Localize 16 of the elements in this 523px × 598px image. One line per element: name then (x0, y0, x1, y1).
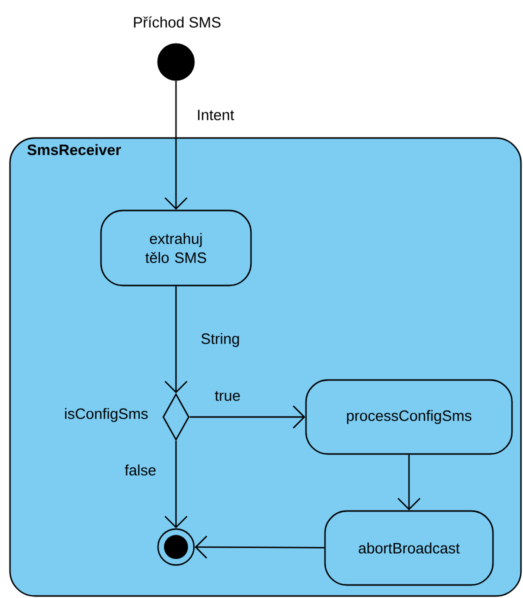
arrow (164, 286, 188, 394)
action-box: abortBroadcast (324, 510, 494, 586)
end-node (157, 528, 195, 566)
action-box: processConfigSms (305, 379, 513, 455)
arrow (398, 454, 420, 510)
edge-label: String (201, 333, 239, 347)
arrow (164, 80, 188, 210)
action-box: extrahuj tělo SMS (100, 210, 252, 286)
node-label: Příchod SMS (134, 16, 220, 28)
arrow (164, 440, 188, 528)
arrow (190, 406, 306, 428)
edge-label: true (214, 391, 240, 401)
node-label: isConfigSms (65, 408, 148, 422)
arrow (194, 536, 324, 559)
edge-label: Intent (198, 110, 234, 120)
edge-label: false (124, 464, 156, 476)
